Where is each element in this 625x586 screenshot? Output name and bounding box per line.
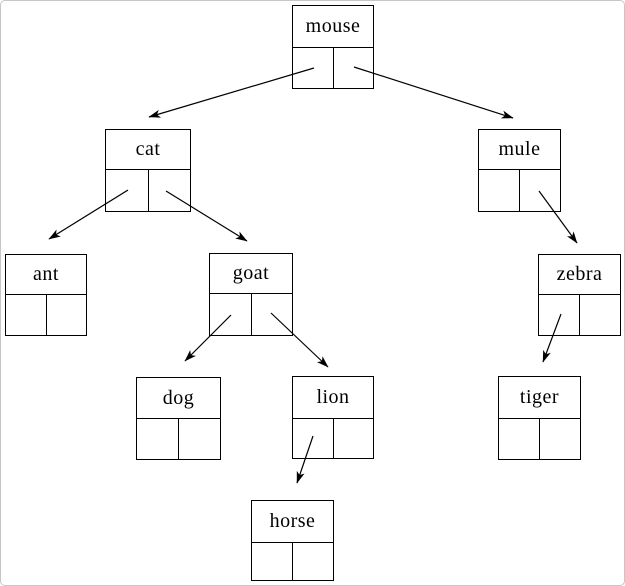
node-mouse: mouse — [292, 5, 374, 89]
left-pointer-cell-cat — [106, 170, 149, 211]
pointer-row-ant — [6, 295, 86, 335]
left-pointer-cell-tiger — [499, 419, 540, 459]
left-pointer-cell-zebra — [539, 295, 580, 335]
right-pointer-cell-lion — [334, 419, 374, 458]
pointer-row-dog — [137, 419, 220, 459]
edge-mouse-right-to-mule — [353, 66, 514, 119]
node-dog: dog — [136, 377, 221, 460]
node-cat: cat — [105, 129, 191, 212]
pointer-row-horse — [252, 543, 333, 580]
pointer-row-tiger — [499, 419, 580, 459]
left-pointer-cell-horse — [252, 543, 293, 580]
pointer-row-zebra — [539, 295, 620, 335]
right-pointer-cell-ant — [47, 295, 87, 335]
right-pointer-cell-tiger — [540, 419, 580, 459]
right-pointer-cell-mouse — [334, 48, 374, 88]
node-label-goat: goat — [210, 254, 292, 294]
left-pointer-cell-goat — [210, 294, 252, 335]
right-pointer-cell-cat — [149, 170, 191, 211]
pointer-row-lion — [293, 419, 373, 458]
right-pointer-cell-zebra — [580, 295, 620, 335]
node-lion: lion — [292, 376, 374, 459]
node-mule: mule — [478, 129, 561, 212]
node-label-lion: lion — [293, 377, 373, 419]
right-pointer-cell-dog — [179, 419, 220, 459]
left-pointer-cell-mouse — [293, 48, 334, 88]
left-pointer-cell-lion — [293, 419, 334, 458]
left-pointer-cell-dog — [137, 419, 179, 459]
node-label-mule: mule — [479, 130, 560, 170]
pointer-row-cat — [106, 170, 190, 211]
node-zebra: zebra — [538, 254, 621, 336]
node-horse: horse — [251, 500, 334, 581]
node-ant: ant — [5, 254, 87, 336]
node-label-cat: cat — [106, 130, 190, 170]
right-pointer-cell-horse — [293, 543, 333, 580]
node-label-ant: ant — [6, 255, 86, 295]
node-label-tiger: tiger — [499, 377, 580, 419]
left-pointer-cell-mule — [479, 170, 520, 211]
pointer-row-mouse — [293, 48, 373, 88]
pointer-row-goat — [210, 294, 292, 335]
pointer-row-mule — [479, 170, 560, 211]
node-label-horse: horse — [252, 501, 333, 543]
left-pointer-cell-ant — [6, 295, 47, 335]
node-label-dog: dog — [137, 378, 220, 419]
right-pointer-cell-goat — [252, 294, 293, 335]
right-pointer-cell-mule — [520, 170, 560, 211]
node-goat: goat — [209, 253, 293, 336]
node-label-zebra: zebra — [539, 255, 620, 295]
node-tiger: tiger — [498, 376, 581, 460]
node-label-mouse: mouse — [293, 6, 373, 48]
edge-mouse-left-to-cat — [148, 67, 315, 118]
